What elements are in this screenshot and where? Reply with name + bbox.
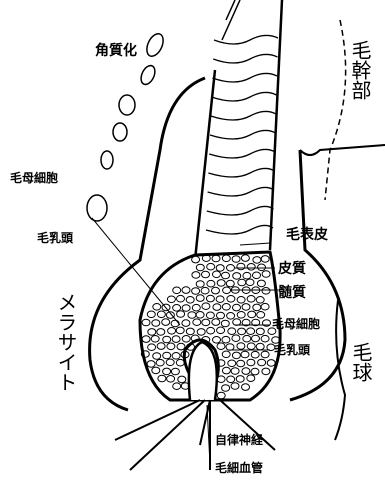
label-hair-bulb: 毛球 [348,342,374,382]
label-hair-mother-cells-left: 毛母細胞 [10,172,58,184]
keratinization-cells [87,31,166,221]
dermal-papilla-drawing [189,342,217,400]
label-autonomic-nerve: 自律神経 [215,434,263,446]
label-melanocyte: メラサイト [56,292,76,392]
hair-shaft-drawing [195,0,282,260]
label-hair-shaft: 毛幹部 [348,40,372,100]
label-capillary: 毛細血管 [215,462,263,474]
label-keratinization: 角質化 [95,44,137,58]
label-hair-mother-cells-right: 毛母細胞 [272,318,320,330]
label-dermal-papilla-right: 毛乳頭 [274,344,310,356]
label-cortex: 皮質 [278,262,306,276]
label-medulla: 髄質 [278,286,306,300]
skin-surface-line [300,145,385,155]
label-dermal-papilla-left: 毛乳頭 [37,232,73,244]
hair-shaft-bracket [325,20,346,200]
label-cuticle: 毛表皮 [286,228,328,242]
